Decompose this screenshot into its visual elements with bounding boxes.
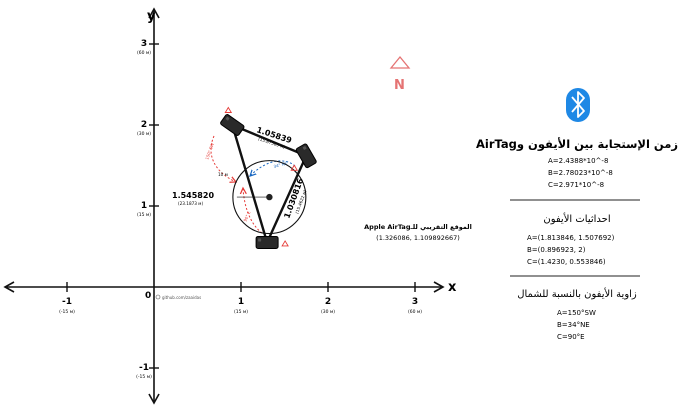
north-arrow-icon [389, 55, 411, 69]
dashed-arrow-c [243, 188, 263, 234]
x-axis-arrow-right [433, 281, 445, 293]
arrow-label-b: 34° NE [273, 160, 288, 169]
response-b: B=2.78023*10^-8 [548, 169, 613, 177]
coords-a: A=(1.813846, 1.507692) [527, 234, 615, 242]
phone-triangle [220, 106, 317, 249]
x-tick-sub-1: (15 м) [234, 309, 248, 315]
y-tick-label-3: -1 [139, 363, 149, 373]
y-tick-sub-2: (15 м) [137, 212, 151, 218]
x-tick-label-0: -1 [62, 297, 72, 307]
watermark: github.com/zaaidas [155, 294, 201, 300]
phone-marker-2 [281, 240, 289, 247]
approx-position: الموقع التقريبي للـApple AirTag (1.32608… [364, 223, 472, 242]
north-label: N [394, 78, 405, 93]
x-tick-sub-0: (-15 м) [59, 309, 75, 315]
label-ac: 1.545820 (23.1873 м) [172, 191, 214, 206]
angle-title: زاوية الأيفون بالنسبة للشمال [517, 287, 637, 300]
x-ticks: -1 (-15 м) 1 (15 м) 2 (30 м) 3 (60 м) [59, 282, 422, 315]
label-ac-sub: (23.1873 м) [178, 201, 203, 206]
y-axis-arrow-top [148, 7, 160, 19]
circle-radius-label: 10 м [218, 172, 228, 177]
y-axis-label: y [147, 9, 156, 24]
x-tick-sub-3: (60 м) [408, 309, 422, 315]
side-ca [231, 123, 269, 244]
x-tick-label-3: 3 [412, 297, 418, 307]
coords-b: B=(0.896923, 2) [527, 246, 586, 254]
y-tick-sub-0: (60 м) [137, 50, 151, 56]
watermark-text: github.com/zaaidas [162, 295, 201, 300]
x-tick-label-1: 1 [238, 297, 244, 307]
airtag-marker [266, 193, 273, 201]
phone-c [255, 235, 279, 249]
range-circle [232, 160, 307, 235]
bluetooth-icon [566, 88, 590, 122]
info-panel: زمن الإستجابة بين الأيفون وAirTag A=2.43… [476, 88, 678, 341]
arrow-label-a: 150° SW [204, 142, 215, 160]
angle-c: C=90°E [557, 333, 585, 341]
x-axis-label: x [448, 280, 457, 295]
arrow-label-c: 90° E [242, 210, 251, 222]
coords-title: احداثيات الأيفون [543, 212, 610, 225]
angle-a: A=150°SW [557, 309, 596, 317]
coords-c: C=(1.4230, 0.553846) [527, 258, 606, 266]
response-title: زمن الإستجابة بين الأيفون وAirTag [476, 137, 678, 152]
y-axis-arrow-bottom [148, 393, 160, 405]
y-tick-sub-3: (-15 м) [136, 374, 152, 380]
y-tick-label-2: 1 [141, 201, 147, 211]
x-axis-arrow-left [3, 281, 15, 293]
phone-b [295, 143, 317, 169]
response-c: C=2.971*10^-8 [548, 181, 604, 189]
x-tick-sub-2: (30 м) [321, 309, 335, 315]
phone-a [220, 114, 245, 136]
label-ab: 1.05839 (15.87585 м) [255, 125, 293, 149]
y-ticks: 3(60 м) 2(30 м) 1(15 м) -1(-15 м) [136, 39, 159, 380]
label-ac-value: 1.545820 [172, 191, 214, 200]
phone-marker-0 [224, 106, 233, 113]
y-tick-label-1: 2 [141, 120, 147, 130]
dashed-arrow-a [210, 135, 236, 182]
angle-b: B=34°NE [557, 321, 590, 329]
side-bc [265, 154, 308, 244]
y-tick-sub-1: (30 м) [137, 131, 151, 137]
approx-position-coords: (1.326086, 1.109892667) [376, 234, 460, 242]
x-tick-label-2: 2 [325, 297, 331, 307]
response-a: A=2.4388*10^-8 [548, 157, 608, 165]
phone-marker-1 [290, 164, 299, 171]
origin-label: 0 [145, 291, 151, 301]
approx-position-title: الموقع التقريبي للـApple AirTag [364, 223, 472, 231]
side-ab [231, 123, 308, 157]
y-tick-label-0: 3 [141, 39, 147, 49]
north-indicator: N [389, 55, 411, 93]
